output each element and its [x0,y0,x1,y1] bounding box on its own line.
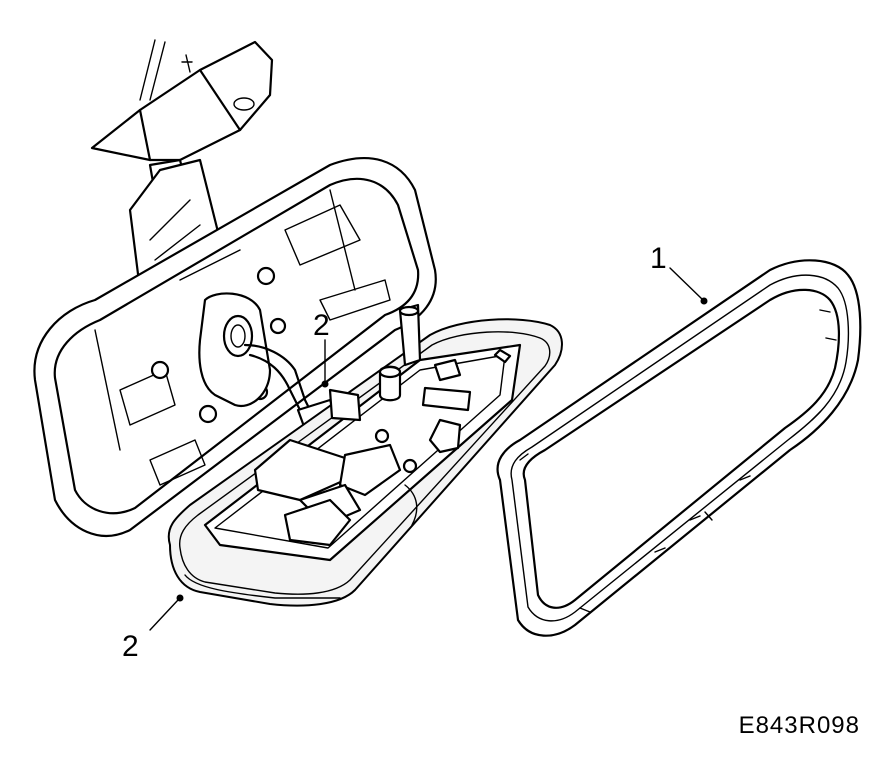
callout-label-1: 1 [650,242,667,275]
callout-dot-1 [700,297,708,305]
callout-label-2-upper: 2 [313,309,330,342]
callout-dot-2-lower [176,594,184,602]
callout-leaders [149,267,708,631]
reference-code: E843R098 [738,712,860,739]
mirror-housing [33,157,437,537]
callout-dot-2-upper [321,380,329,388]
trim-frame [496,259,862,637]
circuit-board [203,303,522,562]
callout-label-2-lower: 2 [122,630,139,663]
